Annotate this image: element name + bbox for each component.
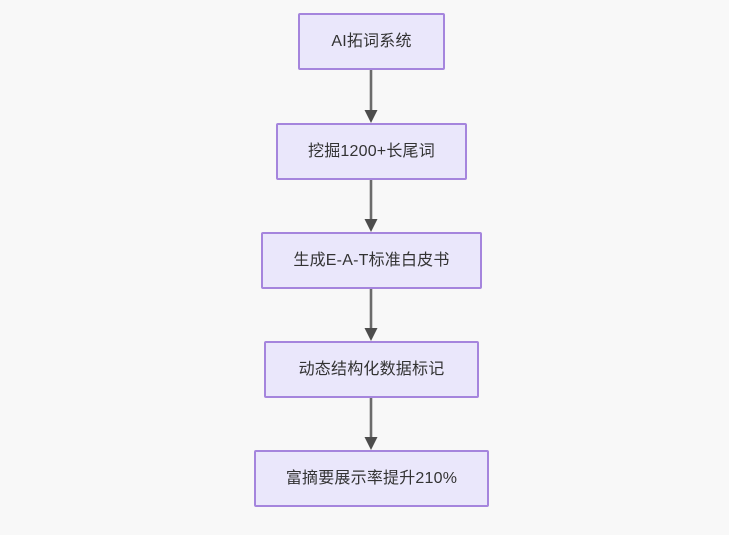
flow-node-label: 富摘要展示率提升210%: [285, 469, 458, 487]
flow-node-ai-keyword-system[interactable]: AI拓词系统: [298, 13, 445, 70]
flow-node-label: 生成E-A-T标准白皮书: [293, 251, 450, 269]
arrowhead-icon-2: [364, 219, 378, 232]
arrowhead-icon-1: [364, 110, 378, 123]
flow-node-label: AI拓词系统: [331, 32, 412, 50]
arrow-connector-4: [364, 398, 378, 450]
flow-node-label: 动态结构化数据标记: [298, 360, 445, 378]
arrowhead-icon-3: [364, 328, 378, 341]
flow-node-rich-snippet-result[interactable]: 富摘要展示率提升210%: [254, 450, 489, 507]
flow-node-structured-data-markup[interactable]: 动态结构化数据标记: [264, 341, 479, 398]
flow-node-eat-whitepaper[interactable]: 生成E-A-T标准白皮书: [261, 232, 482, 289]
arrow-connector-1: [364, 70, 378, 123]
flow-node-label: 挖掘1200+长尾词: [308, 142, 435, 160]
arrowhead-icon-4: [364, 437, 378, 450]
arrow-connector-2: [364, 180, 378, 232]
arrow-connector-3: [364, 289, 378, 341]
flow-node-longtail-keywords[interactable]: 挖掘1200+长尾词: [276, 123, 467, 180]
